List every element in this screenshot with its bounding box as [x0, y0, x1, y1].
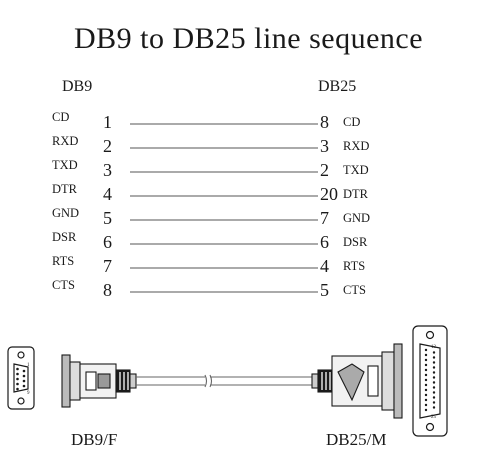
- db25-pin-dot: [432, 391, 436, 394]
- db25-plug-icon: [311, 343, 403, 419]
- db25-pin-dot: [432, 396, 436, 399]
- db25-signal-name: TXD: [343, 163, 369, 177]
- db25-pin-number: 2: [320, 160, 329, 180]
- db25-pin-dot: [432, 386, 436, 389]
- db9-pin-number: 8: [103, 280, 112, 300]
- db25-pin-dot: [432, 351, 436, 354]
- db9-signal-name: GND: [52, 206, 80, 220]
- db25-pin-number: 3: [320, 136, 329, 156]
- db25-pin-dot: [432, 401, 436, 404]
- db25-signal-name: RXD: [343, 139, 370, 153]
- wire-lines: [130, 123, 318, 293]
- db25-face-pin-label-top: 13: [431, 345, 437, 350]
- db25-pin-number: 20: [320, 184, 338, 204]
- db25-signal-name: GND: [343, 211, 371, 225]
- db25-face-pin-label-bottom: 25: [431, 415, 437, 420]
- db25-pin-dot: [424, 388, 428, 392]
- db25-pin-dot: [424, 373, 428, 377]
- db25-pin-number: 8: [320, 112, 329, 132]
- db9-pin-number: 6: [103, 232, 112, 252]
- db25-signal-name: DSR: [343, 235, 368, 249]
- db9-face-pin-label-top: 1: [27, 363, 30, 368]
- db9-signal-name: DTR: [52, 182, 77, 196]
- db9-signal-name: CD: [52, 110, 70, 124]
- db25-pin-dot: [432, 376, 436, 379]
- db25-signal-name: RTS: [343, 259, 366, 273]
- db9-pin-number: 7: [103, 256, 112, 276]
- db25-pin-dot: [432, 366, 436, 369]
- db9-pin-number: 1: [103, 112, 112, 132]
- db9-female-label: DB9/F: [71, 430, 118, 449]
- db25-pin-dot: [432, 371, 436, 374]
- db25-pin-dot: [424, 363, 428, 367]
- db25-pin-number: 6: [320, 232, 329, 252]
- db9-face-icon: [7, 346, 35, 410]
- db9-pin-number: 2: [103, 136, 112, 156]
- db25-pin-dot: [424, 353, 428, 357]
- db25-pin-dot: [424, 408, 428, 412]
- db25-signal-name: CD: [343, 115, 361, 129]
- db25-pin-dot: [424, 403, 428, 407]
- db9-signal-name: RXD: [52, 134, 79, 148]
- db25-pin-dot: [432, 356, 436, 359]
- db25-male-label: DB25/M: [326, 430, 387, 449]
- db9-pin-number: 5: [103, 208, 112, 228]
- db9-plug-icon: [61, 354, 137, 408]
- db25-face-icon: [412, 325, 448, 437]
- db25-header: DB25: [318, 78, 357, 95]
- page-title: DB9 to DB25 line sequence: [73, 22, 424, 55]
- cable-icon: [136, 374, 312, 388]
- db25-pin-dot: [432, 361, 436, 364]
- db25-signal-name: CTS: [343, 283, 366, 297]
- db25-pin-number: 5: [320, 280, 329, 300]
- db25-pin-number: 7: [320, 208, 329, 228]
- db25-pin-dot: [424, 393, 428, 397]
- db9-face-pin-label-bottom: 9: [27, 391, 30, 396]
- db25-pin-dot: [424, 358, 428, 362]
- db25-pin-number: 4: [320, 256, 329, 276]
- db9-signal-name: CTS: [52, 278, 75, 292]
- db9-signal-name: RTS: [52, 254, 75, 268]
- db25-pin-dot: [432, 381, 436, 384]
- db25-pin-dot: [424, 368, 428, 372]
- db9-header: DB9: [62, 78, 93, 95]
- db9-pin-number: 3: [103, 160, 112, 180]
- db25-pin-dot: [424, 378, 428, 382]
- db25-pin-dot: [424, 383, 428, 387]
- db9-pin-number: 4: [103, 184, 112, 204]
- db25-pin-dot: [424, 348, 428, 352]
- db9-signal-name: TXD: [52, 158, 78, 172]
- db9-signal-name: DSR: [52, 230, 77, 244]
- db25-signal-name: DTR: [343, 187, 368, 201]
- db25-pin-dot: [424, 398, 428, 402]
- db25-pin-dot: [432, 406, 436, 409]
